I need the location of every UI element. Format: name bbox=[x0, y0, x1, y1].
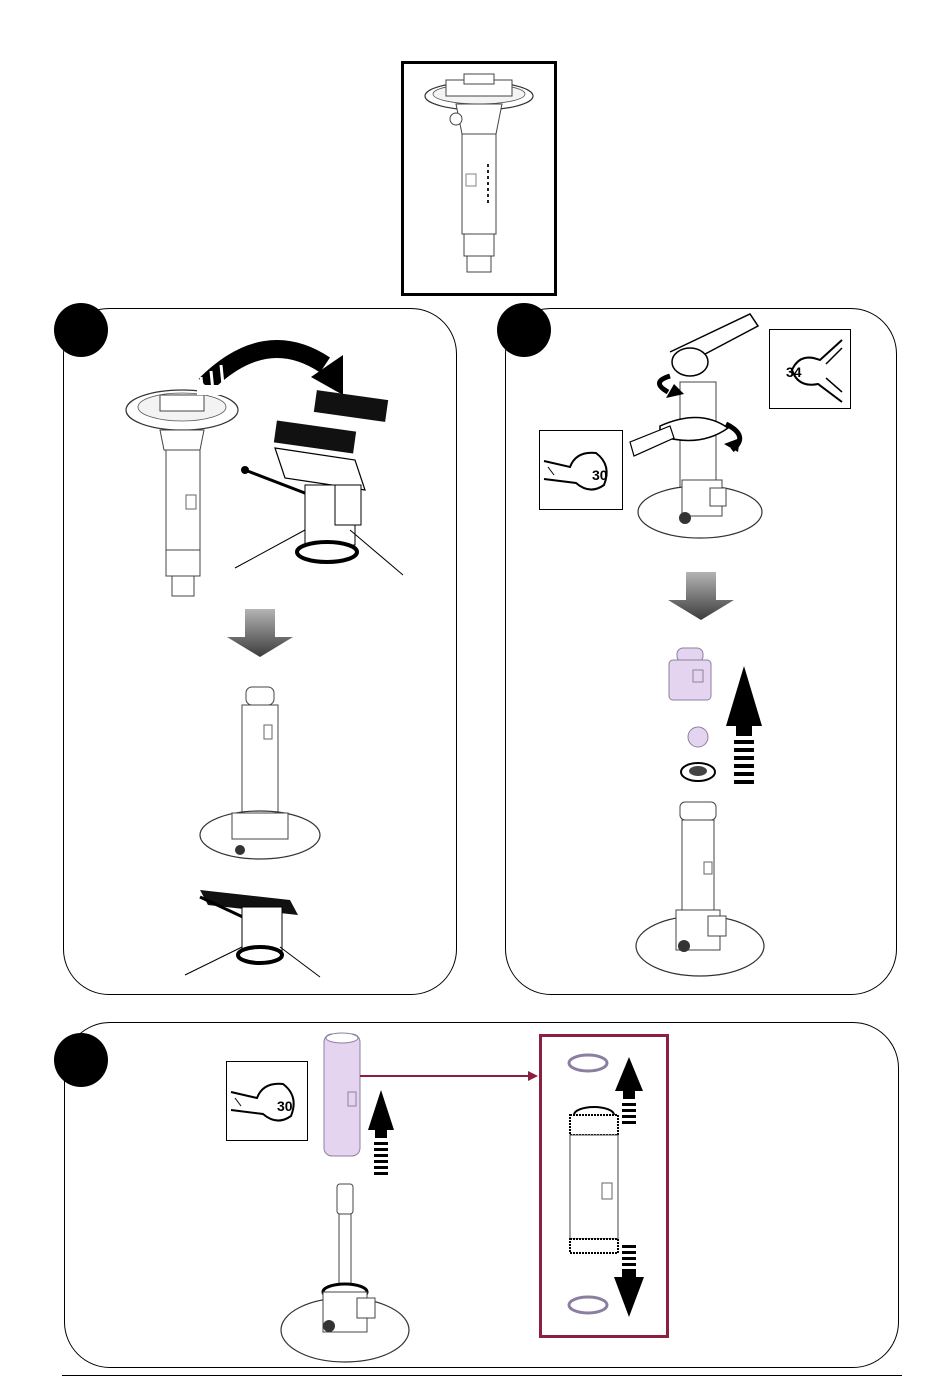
ball-icon bbox=[686, 725, 710, 749]
pump-column-assembly-icon bbox=[404, 64, 554, 293]
sleeve-icon bbox=[320, 1030, 364, 1160]
pump-column-icon bbox=[120, 385, 250, 605]
wrench-30-box: 30 bbox=[226, 1061, 308, 1141]
o-ring-icon bbox=[566, 1051, 610, 1075]
detail-connector-line bbox=[360, 1066, 550, 1086]
wrench-30-box: 30 bbox=[539, 430, 623, 510]
rod-on-base-icon bbox=[275, 1180, 415, 1370]
bench-vise-icon bbox=[235, 390, 405, 580]
down-arrow-icon bbox=[666, 572, 736, 620]
up-arrow-icon bbox=[366, 1090, 396, 1180]
open-end-wrench-icon bbox=[540, 431, 622, 509]
open-end-wrench-icon bbox=[227, 1062, 307, 1140]
cap-icon bbox=[665, 646, 715, 706]
down-arrow-icon bbox=[612, 1243, 646, 1321]
o-ring-icon bbox=[566, 1293, 610, 1317]
sleeve-icon bbox=[564, 1101, 624, 1261]
up-arrow-icon bbox=[724, 666, 764, 790]
detail-box-icon bbox=[539, 1034, 669, 1338]
column-on-base-icon bbox=[632, 798, 772, 988]
step-b-marker bbox=[497, 303, 551, 357]
valve-seat-icon bbox=[678, 760, 718, 784]
header-image-frame bbox=[401, 61, 557, 296]
step-a-marker bbox=[54, 303, 108, 357]
wrench-size-label: 30 bbox=[277, 1098, 293, 1114]
wrench-size-label: 30 bbox=[592, 467, 608, 483]
rotation-arrow-icon bbox=[630, 312, 790, 552]
column-in-vise-icon bbox=[180, 685, 340, 985]
footer-rule bbox=[62, 1375, 902, 1376]
step-c-marker bbox=[54, 1033, 108, 1087]
down-arrow-icon bbox=[225, 609, 295, 657]
